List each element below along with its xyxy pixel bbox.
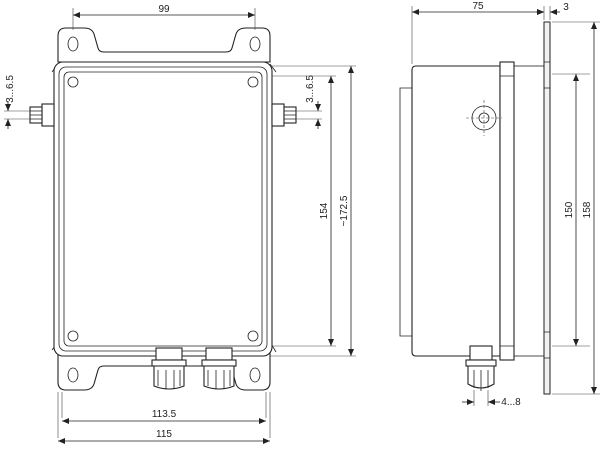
- dim-side-total-height: 158: [582, 201, 593, 218]
- enclosure-lid: [63, 71, 263, 347]
- dim-front-inner-height: 154: [319, 202, 330, 219]
- dim-left-gland-range: 3...6.5: [5, 75, 16, 103]
- side-cable-gland: [465, 345, 497, 391]
- enclosure-body: [53, 61, 273, 357]
- dim-front-total-height: ~172.5: [339, 195, 350, 226]
- dim-front-inner-width: 113.5: [152, 409, 177, 420]
- dim-front-top-width: 99: [158, 4, 170, 15]
- top-mounting-flange: [57, 27, 271, 63]
- mounting-hole-bottom-right: [249, 367, 261, 383]
- cable-gland-right: [271, 103, 297, 127]
- lid-screw-bottom-left: [67, 330, 79, 342]
- dim-side-depth: 75: [472, 1, 484, 12]
- mounting-hole-top-right: [249, 36, 261, 52]
- side-housing: [411, 65, 501, 357]
- mounting-hole-bottom-left: [67, 367, 79, 383]
- dim-right-gland-range: 3...6.5: [305, 75, 316, 103]
- cable-gland-left: [29, 103, 55, 127]
- lid-screw-top-right: [247, 76, 259, 88]
- lid-screw-top-left: [67, 76, 79, 88]
- cable-gland-bottom-1: [151, 347, 187, 390]
- front-view: 99 154 ~172.5 113.5 115 3...6.5 3...6.5: [4, 4, 356, 444]
- dim-front-total-width: 115: [156, 429, 172, 440]
- side-view: 75 3 150 158 4...8: [399, 1, 600, 408]
- dim-side-plate: 3: [563, 2, 569, 13]
- dim-side-hole-spacing: 150: [564, 201, 575, 218]
- cable-gland-bottom-2: [201, 347, 237, 390]
- lid-screw-bottom-right: [247, 330, 259, 342]
- mounting-plate: [543, 21, 551, 395]
- dim-side-gland-range: 4...8: [501, 397, 521, 408]
- mounting-hole-top-left: [67, 36, 79, 52]
